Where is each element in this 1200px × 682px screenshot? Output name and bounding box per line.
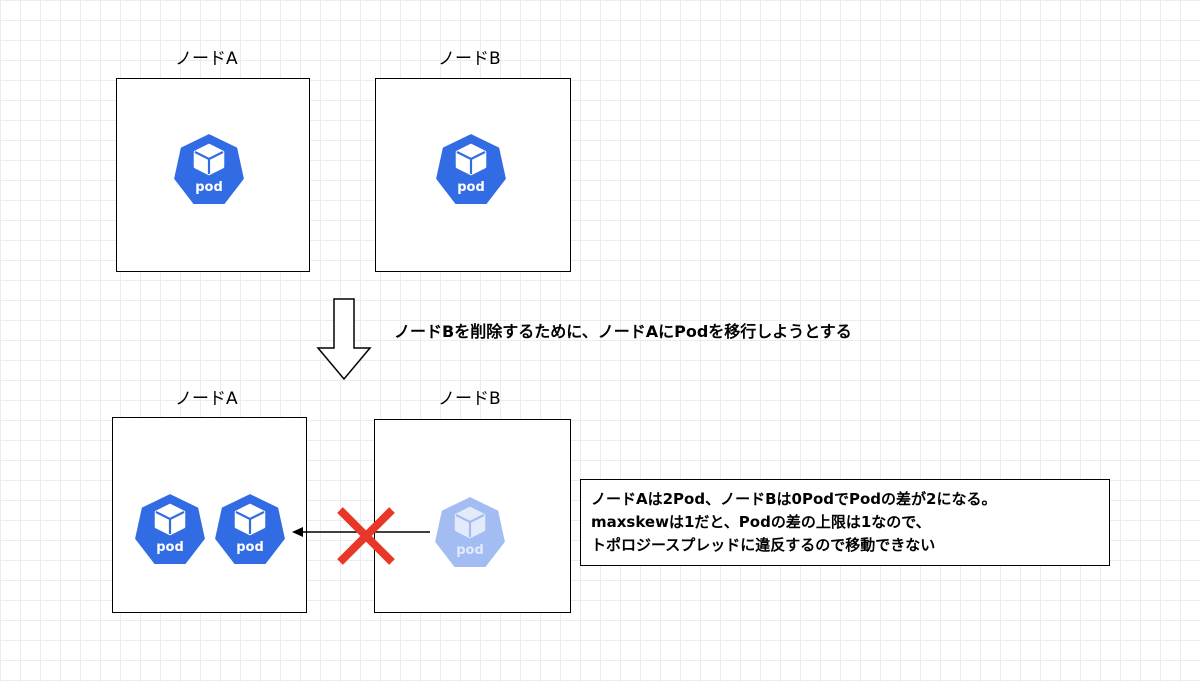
transition-note: ノードBを削除するために、ノードAにPodを移行しようとする bbox=[394, 322, 852, 341]
top-node-a-label: ノードA bbox=[175, 49, 238, 69]
callout-line-1: ノードAは2Pod、ノードBは0PodでPodの差が2になる。 bbox=[591, 490, 997, 508]
bottom-node-a-label: ノードA bbox=[175, 389, 238, 409]
down-arrow-icon bbox=[316, 298, 372, 381]
callout-line-3: トポロジースプレッドに違反するので移動できない bbox=[591, 536, 936, 554]
pod-icon: pod bbox=[172, 132, 246, 206]
callout-line-2: maxskewは1だと、Podの差の上限は1なので、 bbox=[591, 513, 931, 531]
bottom-node-b-label: ノードB bbox=[438, 389, 501, 409]
pod-label: pod bbox=[236, 540, 264, 555]
bottom-node-b-box: pod bbox=[374, 419, 571, 613]
pod-label: pod bbox=[457, 180, 485, 195]
pod-icon: pod bbox=[213, 492, 287, 566]
pod-icon-faded: pod bbox=[433, 495, 507, 569]
constraint-callout: ノードAは2Pod、ノードBは0PodでPodの差が2になる。 maxskewは… bbox=[580, 479, 1110, 566]
top-node-b-box: pod bbox=[375, 78, 571, 272]
bottom-node-a-box: pod pod bbox=[112, 417, 307, 613]
pod-label: pod bbox=[195, 180, 223, 195]
pod-label: pod bbox=[456, 543, 484, 558]
pod-icon: pod bbox=[133, 492, 207, 566]
top-node-a-box: pod bbox=[116, 78, 310, 272]
pod-icon: pod bbox=[434, 132, 508, 206]
pod-label: pod bbox=[156, 540, 184, 555]
red-x-icon bbox=[337, 507, 395, 565]
top-node-b-label: ノードB bbox=[438, 49, 501, 69]
